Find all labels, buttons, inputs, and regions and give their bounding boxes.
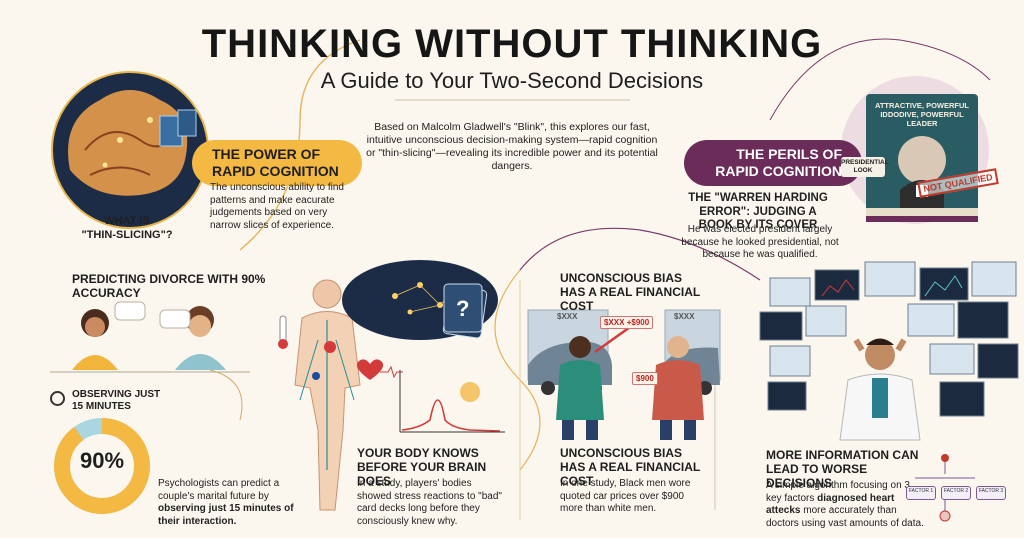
thermometer-icon: [278, 315, 288, 349]
price-tag-top-value: $XXX: [604, 318, 625, 327]
couple-illustration: [50, 301, 250, 373]
thin-slicing-line1: WHAT IS: [104, 215, 150, 227]
harding-description: He was elected president largely because…: [681, 224, 839, 260]
brain-icon: [51, 71, 209, 229]
stress-graph: [399, 370, 505, 433]
bias-description: In one study, Black men wore quoted car …: [560, 478, 691, 514]
psych-description-plain: Psychologists can predict a couple's mar…: [158, 478, 280, 502]
thin-slicing-line2: "THIN-SLICING"?: [81, 229, 173, 241]
power-banner: THE POWER OF RAPID COGNITION: [192, 140, 362, 186]
bias-heading-bottom: UNCONSCIOUS BIAS HAS A REAL FINANCIAL CO…: [560, 446, 701, 488]
observe-line1: OBSERVING JUST: [72, 389, 161, 400]
power-banner-line1: THE POWER OF: [212, 146, 321, 162]
page-subtitle: A Guide to Your Two-Second Decisions: [320, 68, 704, 93]
power-description: The unconscious ability to find patterns…: [210, 182, 344, 231]
factor-1-box: FACTOR 1: [906, 486, 936, 500]
perils-banner-line1: THE PERILS OF: [736, 146, 842, 162]
man-left-illustration: [556, 336, 604, 440]
factor-3-box: FACTOR 3: [976, 486, 1006, 500]
body-heading: YOUR BODY KNOWS BEFORE YOUR BRAIN DOES: [357, 446, 487, 488]
price-sign-left: $XXX: [557, 312, 578, 321]
observe-line2: 15 MINUTES: [72, 401, 131, 412]
doctor-illustration: [839, 338, 921, 441]
price-tag-top: $XXX +$900: [600, 316, 654, 329]
info-description-plain1: A simple algorithm focusing on 3 key fac…: [766, 480, 910, 504]
price-tag-top-extra: +$900: [626, 318, 650, 327]
perils-banner-line2: RAPID COGNITION: [715, 163, 842, 179]
svg-text:?: ?: [456, 296, 469, 321]
clock-icon: [50, 391, 65, 406]
man-right-illustration: [652, 336, 704, 440]
swirl-line-gold: [239, 39, 361, 251]
book-cover-title: ATTRACTIVE, POWERFUL IDDODIVE, POWERFUL …: [874, 101, 970, 128]
info-description-bold: diagnosed heart attecks: [766, 492, 895, 517]
thin-slicing-heading: WHAT IS "THIN-SLICING"?: [72, 214, 182, 242]
price-sign-right: $XXX: [674, 312, 695, 321]
bias-heading-top: UNCONSCIOUS BIAS HAS A REAL FINANCIAL CO…: [560, 271, 701, 313]
book-label: PRESIDENTIAL LOOK: [841, 157, 889, 177]
harding-heading: THE "WARREN HARDING ERROR": JUDGING A BO…: [688, 192, 828, 231]
book-icon: [841, 76, 989, 224]
arrow-decoration: [209, 369, 243, 421]
info-heading: MORE INFORMATION CAN LEAD TO WORSE DECIS…: [766, 448, 919, 490]
observe-caption: OBSERVING JUST 15 MINUTES: [50, 389, 160, 413]
donut-percent-label: 90%: [79, 448, 125, 473]
body-illustration: [294, 279, 361, 511]
donut-chart: [54, 418, 150, 514]
heart-icon: [356, 359, 403, 380]
info-description-plain2: more accurately than doctors using vast …: [766, 505, 924, 529]
swirl-line-plum-2: [769, 38, 991, 121]
body-description: In a study, players' bodies showed stres…: [357, 478, 502, 527]
monitor-icon: [759, 261, 1019, 417]
factor-2-box: FACTOR 2: [941, 486, 971, 500]
flowchart-icon: [915, 454, 975, 522]
divorce-heading: PREDICTING DIVORCE WITH 90% ACCURACY: [72, 272, 266, 300]
psych-description-bold: observing just 15 minutes of their inter…: [158, 503, 294, 527]
page-title: THINKING WITHOUT THINKING: [201, 22, 823, 66]
card-deck-icon: ?: [442, 283, 488, 339]
swirl-line-plum: [519, 227, 761, 281]
info-description: A simple algorithm focusing on 3 key fac…: [766, 480, 926, 530]
power-banner-line2: RAPID COGNITION: [212, 163, 339, 179]
psych-description: Psychologists can predict a couple's mar…: [158, 478, 308, 528]
price-tag-bottom: $900: [632, 372, 658, 385]
perils-banner: THE PERILS OF RAPID COGNITION: [684, 140, 862, 186]
intro-text: Based on Malcolm Gladwell's "Blink", thi…: [366, 121, 658, 172]
